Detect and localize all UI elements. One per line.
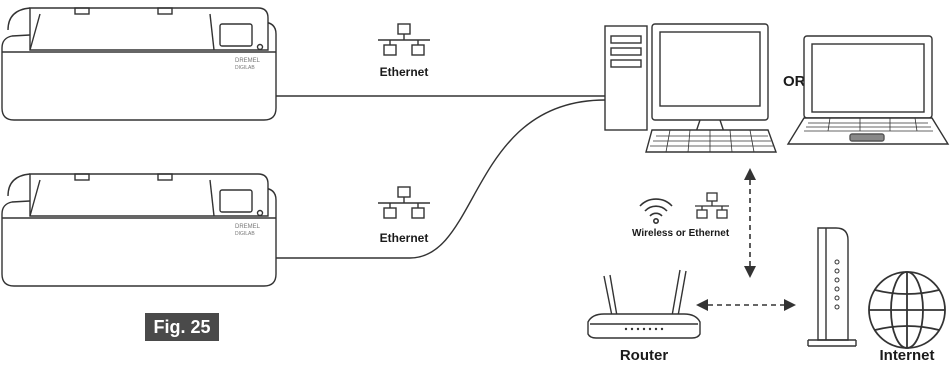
dashed-arrow-horizontal: [696, 299, 796, 311]
dashed-arrow-vertical: [744, 168, 756, 278]
ethernet-label-top: Ethernet: [380, 65, 429, 79]
laptop: [786, 35, 950, 145]
internet-label: Internet: [879, 347, 934, 364]
router: [587, 269, 701, 339]
desktop-computer: [604, 23, 777, 153]
ethernet-network-icon-small: [695, 192, 729, 219]
printer-brand-text: DREMEL: [235, 58, 261, 64]
printer-brand-subtext: DIGILAB: [235, 231, 255, 237]
or-label: OR: [783, 73, 806, 90]
ethernet-network-icon: [378, 23, 430, 56]
modem: [807, 227, 857, 347]
printer-bottom: DREMEL DIGILAB: [1, 173, 277, 287]
ethernet-cable-bottom: [276, 99, 606, 259]
printer-brand-text: DREMEL: [235, 224, 261, 230]
ethernet-label-bottom: Ethernet: [380, 231, 429, 245]
figure-label: Fig. 25: [145, 313, 219, 341]
wireless-or-ethernet-label: Wireless or Ethernet: [632, 228, 730, 239]
printer-top: DREMEL DIGILAB: [1, 7, 277, 121]
wifi-icon: [639, 198, 673, 225]
router-label: Router: [620, 347, 668, 364]
ethernet-network-icon: [378, 186, 430, 219]
printer-brand-subtext: DIGILAB: [235, 65, 255, 71]
globe-icon: [868, 271, 946, 349]
